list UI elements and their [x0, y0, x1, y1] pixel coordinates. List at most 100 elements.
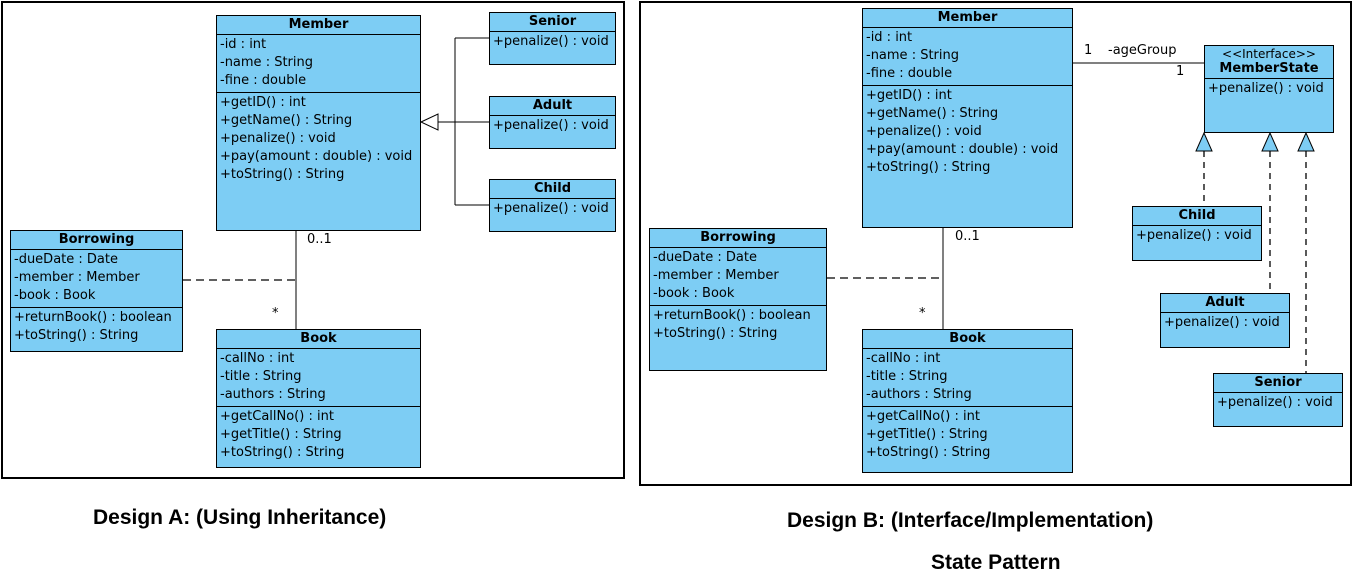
- attribute: -fine : double: [866, 66, 953, 81]
- attributes: -id : int -name : String -fine : double: [863, 28, 1072, 86]
- operation: +toString() : String: [866, 445, 991, 460]
- operation: +toString() : String: [866, 160, 991, 175]
- operation: +getID() : int: [866, 88, 952, 103]
- design-a-senior-class: Senior +penalize() : void: [489, 12, 616, 65]
- class-name: Member: [863, 9, 1072, 28]
- class-name: Adult: [1161, 294, 1289, 313]
- operations: +getID() : int +getName() : String +pena…: [217, 93, 420, 186]
- operations: +getCallNo() : int +getTitle() : String …: [217, 407, 420, 464]
- class-name: Member: [217, 16, 420, 35]
- class-name: MemberState: [1219, 61, 1319, 76]
- operation: +toString() : String: [220, 167, 345, 182]
- attribute: -id : int: [220, 37, 267, 52]
- operation: +getName() : String: [220, 113, 353, 128]
- attribute: -dueDate : Date: [653, 250, 757, 265]
- operations: +returnBook() : boolean +toString() : St…: [11, 308, 182, 347]
- design-b-memberstate-interface: <<Interface>> MemberState +penalize() : …: [1204, 45, 1334, 133]
- attributes: -dueDate : Date -member : Member -book :…: [11, 250, 182, 308]
- attribute: -name : String: [220, 55, 313, 70]
- operation: +pay(amount : double) : void: [220, 149, 413, 164]
- operations: +penalize() : void: [490, 199, 615, 220]
- design-b-senior-class: Senior +penalize() : void: [1213, 373, 1343, 427]
- design-b-book-multiplicity: *: [919, 306, 926, 321]
- class-name: Book: [217, 330, 420, 349]
- operation: +toString() : String: [220, 445, 345, 460]
- class-header: <<Interface>> MemberState: [1205, 46, 1333, 79]
- class-name: Adult: [490, 97, 615, 116]
- attributes: -callNo : int -title : String -authors :…: [217, 349, 420, 407]
- attribute: -book : Book: [14, 288, 96, 303]
- design-a-borrowing-class: Borrowing -dueDate : Date -member : Memb…: [10, 230, 183, 352]
- design-b-assoc-role: -ageGroup: [1108, 43, 1177, 58]
- operation: +penalize() : void: [493, 201, 609, 216]
- design-b-borrowing-class: Borrowing -dueDate : Date -member : Memb…: [649, 228, 827, 371]
- design-b-child-class: Child +penalize() : void: [1132, 206, 1262, 261]
- operations: +penalize() : void: [1133, 226, 1261, 247]
- attributes: -dueDate : Date -member : Member -book :…: [650, 248, 826, 306]
- operation: +penalize() : void: [866, 124, 982, 139]
- operations: +penalize() : void: [490, 116, 615, 137]
- operation: +penalize() : void: [493, 34, 609, 49]
- operation: +getName() : String: [866, 106, 999, 121]
- attributes: -callNo : int -title : String -authors :…: [863, 349, 1072, 407]
- design-a-child-class: Child +penalize() : void: [489, 179, 616, 232]
- design-b-subcaption: State Pattern: [931, 551, 1061, 574]
- design-b-assoc-right-multiplicity: 1: [1176, 64, 1185, 79]
- operation: +penalize() : void: [1164, 315, 1280, 330]
- design-b-caption: Design B: (Interface/Implementation): [787, 509, 1154, 532]
- design-b-adult-class: Adult +penalize() : void: [1160, 293, 1290, 348]
- attribute: -authors : String: [220, 387, 326, 402]
- operations: +getCallNo() : int +getTitle() : String …: [863, 407, 1072, 464]
- class-name: Senior: [490, 13, 615, 32]
- operation: +penalize() : void: [1217, 395, 1333, 410]
- operation: +getTitle() : String: [866, 427, 988, 442]
- attribute: -authors : String: [866, 387, 972, 402]
- operation: +getID() : int: [220, 95, 306, 110]
- design-b-book-class: Book -callNo : int -title : String -auth…: [862, 329, 1073, 473]
- attribute: -book : Book: [653, 286, 735, 301]
- class-name: Child: [1133, 207, 1261, 226]
- class-name: Book: [863, 330, 1072, 349]
- design-a-member-multiplicity: 0..1: [307, 232, 332, 247]
- design-b-member-class: Member -id : int -name : String -fine : …: [862, 8, 1073, 228]
- attribute: -title : String: [866, 369, 948, 384]
- design-b-assoc-left-multiplicity: 1: [1084, 43, 1093, 58]
- operation: +penalize() : void: [1208, 81, 1324, 96]
- operations: +penalize() : void: [490, 32, 615, 53]
- operation: +toString() : String: [653, 326, 778, 341]
- operations: +penalize() : void: [1214, 393, 1342, 414]
- design-a-caption: Design A: (Using Inheritance): [93, 506, 387, 529]
- attribute: -id : int: [866, 30, 913, 45]
- operations: +getID() : int +getName() : String +pena…: [863, 86, 1072, 179]
- operations: +penalize() : void: [1205, 79, 1333, 100]
- attribute: -member : Member: [14, 270, 140, 285]
- attribute: -callNo : int: [220, 351, 295, 366]
- operation: +returnBook() : boolean: [14, 310, 172, 325]
- design-a-member-class: Member -id : int -name : String -fine : …: [216, 15, 421, 231]
- attributes: -id : int -name : String -fine : double: [217, 35, 420, 93]
- operation: +penalize() : void: [493, 118, 609, 133]
- design-a-book-class: Book -callNo : int -title : String -auth…: [216, 329, 421, 468]
- operation: +returnBook() : boolean: [653, 308, 811, 323]
- attribute: -callNo : int: [866, 351, 941, 366]
- operation: +getCallNo() : int: [220, 409, 334, 424]
- operation: +penalize() : void: [220, 131, 336, 146]
- operations: +penalize() : void: [1161, 313, 1289, 334]
- operation: +getCallNo() : int: [866, 409, 980, 424]
- operations: +returnBook() : boolean +toString() : St…: [650, 306, 826, 345]
- class-name: Borrowing: [11, 231, 182, 250]
- attribute: -name : String: [866, 48, 959, 63]
- attribute: -fine : double: [220, 73, 307, 88]
- attribute: -dueDate : Date: [14, 252, 118, 267]
- design-b-member-multiplicity: 0..1: [955, 229, 980, 244]
- attribute: -title : String: [220, 369, 302, 384]
- design-a-book-multiplicity: *: [272, 306, 279, 321]
- attribute: -member : Member: [653, 268, 779, 283]
- design-a-adult-class: Adult +penalize() : void: [489, 96, 616, 149]
- class-name: Borrowing: [650, 229, 826, 248]
- class-name: Senior: [1214, 374, 1342, 393]
- operation: +penalize() : void: [1136, 228, 1252, 243]
- stereotype: <<Interface>>: [1222, 47, 1316, 61]
- operation: +pay(amount : double) : void: [866, 142, 1059, 157]
- operation: +toString() : String: [14, 328, 139, 343]
